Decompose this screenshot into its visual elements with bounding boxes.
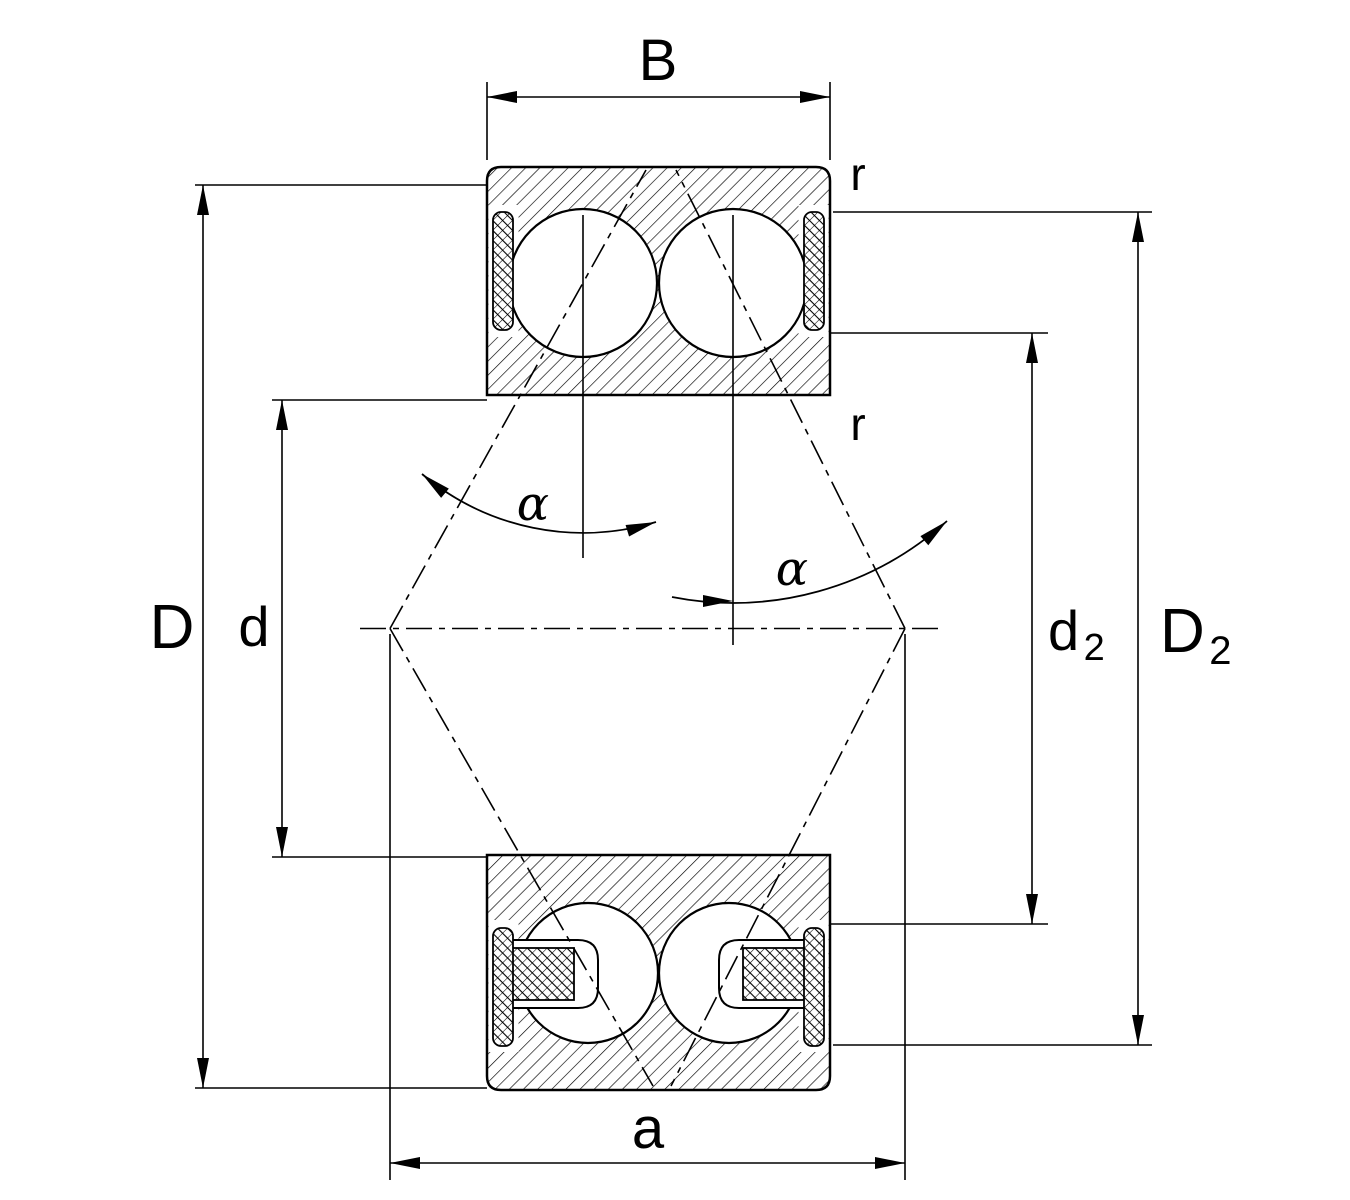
dim-label-D: D — [150, 593, 195, 662]
center-lines — [360, 169, 945, 1087]
dim-label-d2-sub: 2 — [1084, 627, 1105, 669]
radius-label-bottom: r — [850, 398, 865, 450]
dim-label-D2: D 2 — [1160, 597, 1231, 673]
seal-lower-right — [803, 927, 825, 1047]
contact-line-left-up — [389, 169, 647, 629]
seal-upper-right — [803, 211, 825, 331]
radius-label-top: r — [850, 148, 865, 200]
arrow-alpha-left-start — [422, 474, 449, 498]
dim-label-D2-sub: 2 — [1209, 629, 1231, 673]
arrow-d-top — [276, 400, 288, 430]
dim-label-d2-base: d — [1048, 599, 1079, 662]
dim-label-B: B — [639, 28, 678, 93]
arrow-B-left — [487, 91, 517, 103]
arrow-alpha-right-start — [703, 595, 733, 607]
arrow-D-bottom — [197, 1058, 209, 1088]
arrow-d2-top — [1026, 333, 1038, 363]
arrow-alpha-left-end — [625, 522, 656, 537]
seal-lower-left — [492, 927, 514, 1047]
dimension-lines — [202, 96, 1139, 1164]
labels: B r r D d α α d 2 D 2 a — [150, 28, 1232, 1161]
seal-lip-lower-right — [742, 947, 814, 1001]
seal-lip-lower-left — [503, 947, 575, 1001]
contact-line-left-down — [389, 628, 654, 1087]
angle-label-alpha-right: α — [776, 541, 808, 597]
angle-arc-left — [421, 473, 657, 534]
dim-label-a: a — [632, 1096, 665, 1161]
seal-upper-left — [492, 211, 514, 331]
contact-line-right-down — [670, 628, 906, 1087]
extension-lines — [195, 82, 1152, 1180]
dim-label-d: d — [238, 595, 269, 658]
angle-arc-right — [671, 520, 948, 604]
contact-angle-arcs — [421, 473, 948, 604]
arrow-alpha-right-end — [920, 521, 947, 546]
arrow-d2-bottom — [1026, 894, 1038, 924]
dim-label-d2: d 2 — [1048, 599, 1105, 669]
arrow-D2-bottom — [1132, 1015, 1144, 1045]
dimension-arrowheads — [197, 91, 1144, 1169]
arrow-B-right — [800, 91, 830, 103]
bearing-lower-half — [485, 853, 832, 1092]
arrow-a-left — [390, 1157, 420, 1169]
dim-label-D2-base: D — [1160, 597, 1205, 666]
arrow-a-right — [875, 1157, 905, 1169]
arrow-D-top — [197, 185, 209, 215]
contact-line-right-up — [675, 169, 906, 629]
arrow-D2-top — [1132, 212, 1144, 242]
angle-label-alpha-left: α — [517, 476, 549, 532]
bearing-upper-half — [485, 165, 832, 397]
arrow-d-bottom — [276, 827, 288, 857]
ball-axis-lines — [582, 215, 734, 645]
